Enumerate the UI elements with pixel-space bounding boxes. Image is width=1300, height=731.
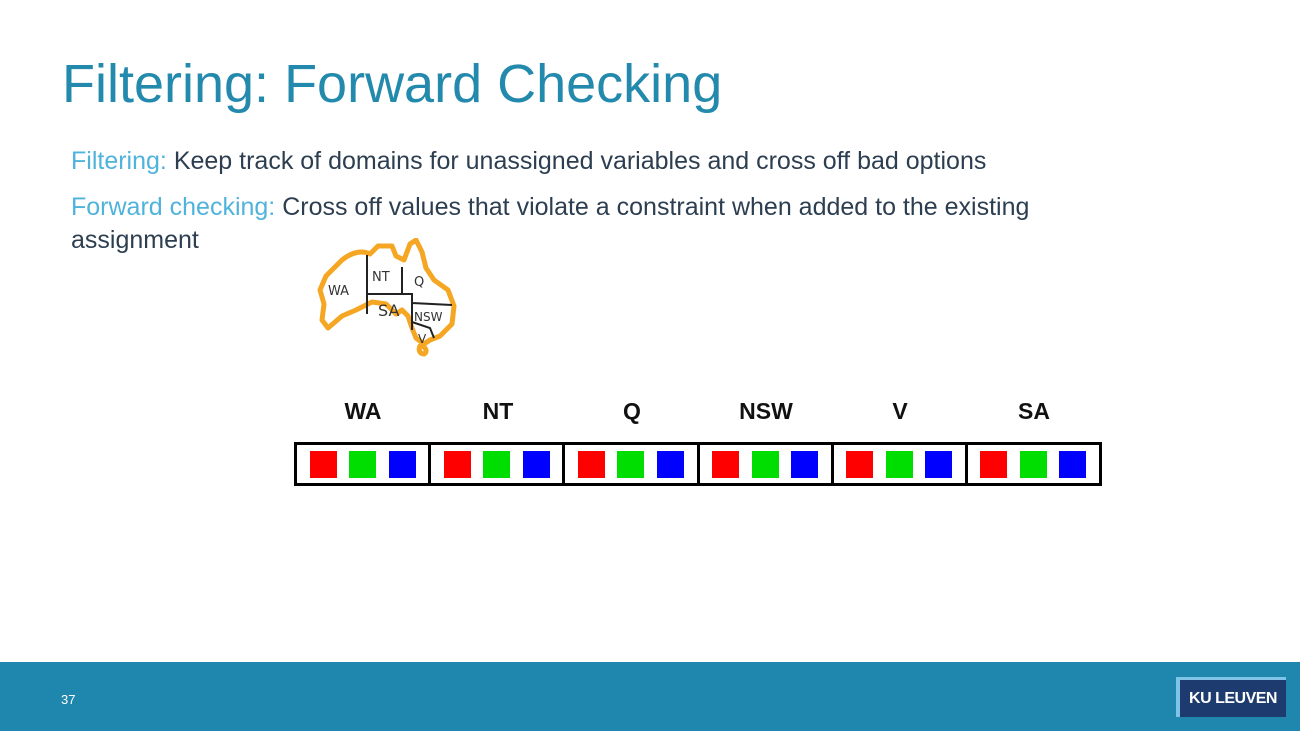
var-header-wa: WA (344, 398, 382, 424)
bullet-term: Filtering: (71, 147, 167, 175)
blue-color-swatch (388, 450, 416, 478)
region-borders (366, 255, 453, 339)
red-color-swatch (443, 450, 471, 478)
bullet-filtering: Filtering: Keep track of domains for una… (71, 145, 986, 178)
var-header-nt: NT (482, 398, 514, 424)
var-header-sa: SA (1018, 398, 1050, 424)
green-color-swatch (349, 450, 377, 478)
australia-outline (317, 238, 457, 357)
bullet-text: Keep track of domains for unassigned var… (166, 147, 987, 175)
blue-color-swatch (791, 450, 819, 478)
map-label-q: Q (414, 275, 424, 290)
ku-leuven-logo: KU LEUVEN (1176, 677, 1286, 717)
footer-bar: 37 KU LEUVEN (0, 662, 1300, 731)
slide-title: Filtering: Forward Checking (62, 54, 723, 114)
domain-box-v (834, 445, 968, 483)
blue-color-swatch (1059, 450, 1087, 478)
var-header-q: Q (623, 398, 641, 424)
red-color-swatch (846, 450, 874, 478)
green-color-swatch (885, 450, 913, 478)
page-number: 37 (61, 692, 76, 707)
map-label-wa: WA (328, 284, 349, 299)
red-color-swatch (712, 450, 740, 478)
domain-box-nsw (700, 445, 834, 483)
bullet-term: Forward checking: (71, 193, 276, 221)
map-label-nt: NT (372, 270, 390, 285)
red-color-swatch (980, 450, 1008, 478)
australia-map: WA NT Q SA NSW V (317, 238, 457, 357)
domain-box-wa (297, 445, 432, 483)
domain-table (294, 442, 1102, 486)
green-color-swatch (617, 450, 645, 478)
var-header-v: V (892, 398, 908, 424)
blue-color-swatch (522, 450, 550, 478)
domain-box-sa (968, 445, 1099, 483)
logo-text: KU LEUVEN (1189, 689, 1277, 707)
bullet-text: Cross off values that violate a constrai… (71, 193, 1030, 254)
map-label-v: V (418, 332, 427, 346)
domain-box-nt (431, 445, 566, 483)
blue-color-swatch (925, 450, 953, 478)
domain-box-q (565, 445, 700, 483)
red-color-swatch (577, 450, 605, 478)
green-color-swatch (483, 450, 511, 478)
bullet-forward-checking: Forward checking: Cross off values that … (71, 191, 1131, 257)
red-color-swatch (309, 450, 337, 478)
map-label-sa: SA (378, 301, 399, 320)
blue-color-swatch (656, 450, 684, 478)
green-color-swatch (1019, 450, 1047, 478)
map-label-nsw: NSW (414, 310, 443, 324)
var-header-nsw: NSW (739, 398, 793, 424)
green-color-swatch (751, 450, 779, 478)
